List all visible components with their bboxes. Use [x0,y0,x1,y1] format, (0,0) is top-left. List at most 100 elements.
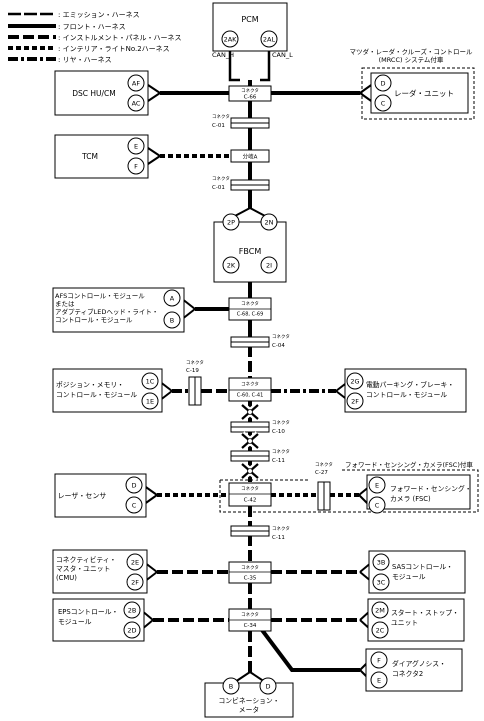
svg-text:F: F [134,163,138,171]
pin-d [374,74,392,92]
svg-text:コネクタ: コネクタ [241,611,259,618]
pin-1c [141,372,159,390]
afs-line1: AFSコントロール・モジュール [55,292,145,300]
svg-text:2F: 2F [351,398,359,406]
pin-e [370,671,388,689]
startstop-line2: ユニット [391,619,418,627]
svg-text:コネクタ: コネクタ [241,485,259,492]
pin-2p [222,213,240,231]
svg-text:2E: 2E [131,559,139,567]
sas-line1: SASコントロール・ [392,563,453,571]
wiring [140,51,375,685]
legend-label: : リヤ・ハーネス [58,56,112,64]
dsc-label: DSC HU/CM [72,89,116,98]
wire-pcm-can-h [228,51,240,82]
pin-3c [372,573,390,591]
svg-text:2G: 2G [350,378,359,386]
cmu-line1: コネクティビティ・ [56,555,116,564]
module-diagnosis-connector: ダイアグノシス・ コネクタ2 F E [365,648,463,692]
pin-f [370,651,388,669]
module-forward-sensing-camera: フォワード・センシング・ カメラ (FSC) E C [366,474,472,514]
pin-2b [123,601,141,619]
connector-c01-lower: コネクタ C-01 [212,175,270,191]
wire-pcm-can-l [260,51,271,82]
svg-text:D: D [131,482,136,490]
parking-line2: コントロール・モジュール [366,391,447,399]
mrcc-note-line1: マツダ・レーダ・クルーズ・コントロール [350,47,473,56]
radar-unit-label: レーダ・ユニット [394,88,454,98]
diag-line1: ダイアグノシス・ [392,659,446,668]
module-electric-parking-brake: 電動パーキング・ブレーキ・ コントロール・モジュール 2G 2F [344,368,467,413]
legend-label: : フロント・ハーネス [58,23,126,31]
position-line1: ポジション・メモリ・ [56,381,124,389]
svg-text:コネクタ: コネクタ [186,359,204,366]
connector-c04: コネクタ C-04 [230,333,290,349]
startstop-line1: スタート・ストップ・ [391,608,459,617]
option-fsc: フォワード・センシング・カメラ(FSC)付車 [219,460,479,513]
svg-text:C-19: C-19 [186,368,199,374]
laser-label: レーザ・センサ [58,492,107,500]
pin-e [127,137,145,155]
pin-2n [260,213,278,231]
module-start-stop-unit: スタート・ストップ・ ユニット 2M 2C [367,598,465,642]
svg-text:C-04: C-04 [272,343,285,349]
connector-c01-upper: コネクタ C-01 [212,113,270,129]
svg-text:C-10: C-10 [272,429,285,435]
junction-branch-a: 分岐A [230,149,270,163]
connector-c68-c69: コネクタ C-68, C-69 [228,297,272,321]
pcm-label: PCM [241,15,258,24]
pin-f [127,157,145,175]
svg-text:コネクタ: コネクタ [212,113,230,120]
combi-line1: コンビネーション・ [218,696,279,705]
svg-text:2B: 2B [128,607,137,615]
pin-b [222,677,240,695]
pin-2g [346,372,364,390]
afs-line2: または [55,300,75,308]
module-laser-sensor: レーザ・センサ D C [54,473,147,518]
eps-line2: モジュール [58,618,92,626]
svg-text:分岐A: 分岐A [243,153,258,161]
pin-2f [346,392,364,410]
legend-rear-harness: : リヤ・ハーネス [8,56,112,64]
svg-text:コネクタ: コネクタ [272,419,290,426]
pin-2f [126,573,144,591]
pin-2e [126,553,144,571]
connector-c60-c41: コネクタ C-60, C-41 [228,377,272,402]
svg-text:コネクタ: コネクタ [315,461,333,468]
legend-interior-light-harness: : インテリア・ライトNo.2ハーネス [8,45,170,53]
svg-text:F: F [377,657,381,665]
svg-text:2N: 2N [265,219,274,227]
connector-c11-lower: コネクタ C-11 [230,525,290,541]
module-afs-control: AFSコントロール・モジュール または アダプティブLEDヘッド・ライト・ コン… [52,287,185,333]
afs-line4: コントロール・モジュール [55,316,133,324]
pin-2ak [221,30,239,48]
svg-text:C-35: C-35 [244,576,257,582]
connector-c34: コネクタ C-34 [228,608,272,632]
svg-text:コネクタ: コネクタ [272,448,290,455]
can-h-label: CAN_H [212,51,234,59]
svg-text:C-68, C-69: C-68, C-69 [237,312,264,318]
svg-text:2D: 2D [127,627,136,635]
svg-text:コネクタ: コネクタ [241,381,259,388]
module-cmu: コネクティビティ・ マスタ・ユニット (CMU) 2E 2F [52,549,148,594]
svg-text:E: E [377,677,381,685]
svg-text:1E: 1E [146,398,154,406]
sas-line2: モジュール [392,573,426,581]
svg-text:C: C [381,100,386,108]
pin-2k [222,256,240,274]
svg-text:2AK: 2AK [224,36,238,44]
option-mrcc: マツダ・レーダ・クルーズ・コントロール (MRCC) システム付車 [350,47,475,120]
svg-text:C: C [375,502,380,510]
pin-2c [371,621,389,639]
pin-c [368,496,386,514]
svg-text:1C: 1C [146,378,155,386]
svg-text:コネクタ: コネクタ [272,525,290,532]
legend-emission-harness: : エミッション・ハーネス [8,11,140,19]
connector-c27: コネクタ C-27 [315,461,333,511]
svg-text:C-11: C-11 [272,535,285,541]
svg-text:E: E [375,482,379,490]
module-dsc-hu-cm: DSC HU/CM AF AC [54,70,149,116]
legend-front-harness: : フロント・ハーネス [8,23,126,31]
module-tcm: TCM E F [54,134,149,179]
pin-e [368,476,386,494]
